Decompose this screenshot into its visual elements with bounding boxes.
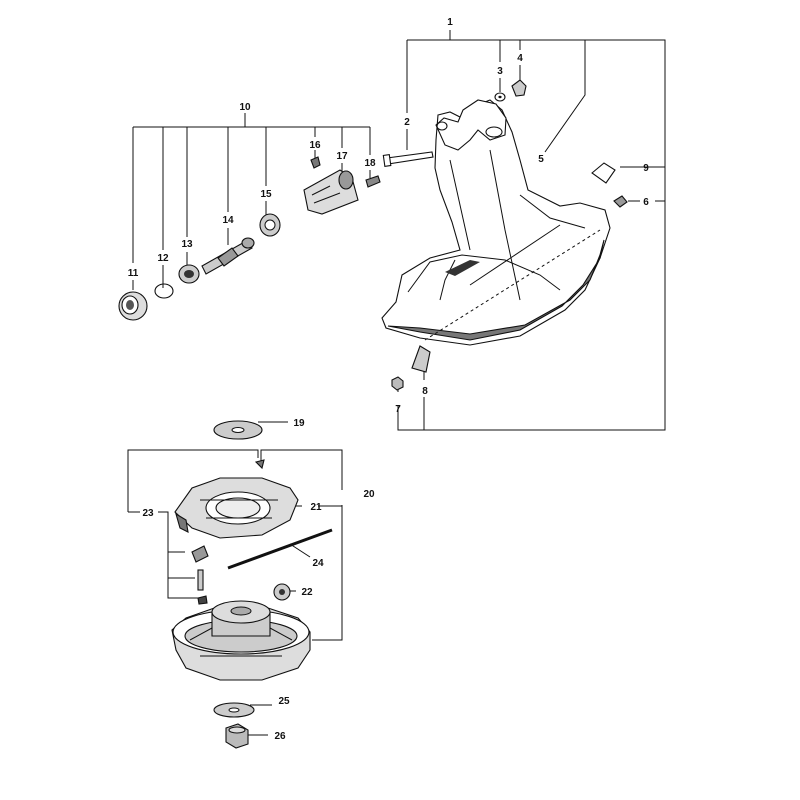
callout-13: 13: [181, 239, 193, 250]
callout-21: 21: [310, 502, 322, 513]
guard-assembly: [381, 79, 628, 391]
part-16: [310, 156, 321, 169]
callout-25: 25: [278, 696, 290, 707]
callout-8: 8: [422, 386, 428, 397]
callout-24: 24: [312, 558, 324, 569]
callout-10: 10: [239, 102, 251, 113]
callout-2: 2: [404, 117, 410, 128]
callout-23: 23: [142, 508, 154, 519]
part-12: [154, 283, 174, 299]
callout-22: 22: [301, 587, 313, 598]
part-23a: [191, 545, 209, 563]
callout-3: 3: [497, 66, 503, 77]
callout-labels: 1 2 3 4 5 6 7 8 9 10 11 12 13 14 15 16 1…: [128, 17, 650, 742]
callout-17: 17: [336, 151, 348, 162]
callout-5: 5: [538, 154, 544, 165]
callout-9: 9: [643, 163, 649, 174]
guard-mount: [435, 99, 507, 151]
callout-7: 7: [395, 404, 401, 415]
guard-body: [381, 99, 611, 346]
label-9: [591, 162, 616, 184]
callout-18: 18: [364, 158, 376, 169]
bolt-2: [386, 151, 434, 165]
callout-19: 19: [293, 418, 305, 429]
blade-8: [411, 345, 431, 373]
callout-6: 6: [643, 197, 649, 208]
part-18: [365, 175, 381, 188]
callout-26: 26: [274, 731, 286, 742]
wingnut-4: [511, 79, 527, 97]
callout-1: 1: [447, 17, 453, 28]
nut-7: [391, 376, 404, 391]
callout-14: 14: [222, 215, 234, 226]
part-23b: [197, 569, 204, 591]
callout-12: 12: [157, 253, 169, 264]
shaft-assembly: [118, 156, 381, 321]
callout-15: 15: [260, 189, 272, 200]
part-24: [227, 528, 333, 570]
callout-20: 20: [363, 489, 375, 500]
part-23c: [197, 595, 208, 605]
callout-16: 16: [309, 140, 321, 151]
trimmer-head: [171, 420, 333, 749]
callout-4: 4: [517, 53, 523, 64]
callout-11: 11: [128, 268, 139, 279]
screw-6: [613, 195, 628, 208]
